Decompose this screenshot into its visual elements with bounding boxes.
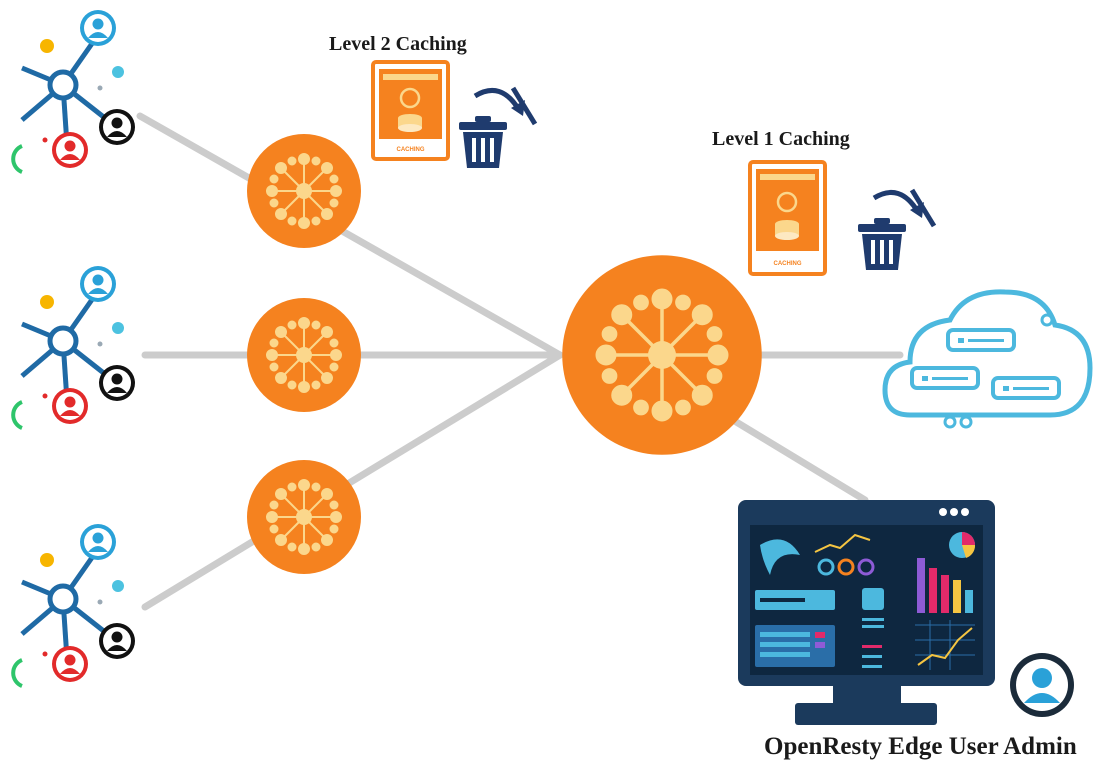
level2-trash-icon [459, 88, 535, 168]
central-edge-node [560, 253, 764, 457]
edge-node-bottom [246, 459, 362, 575]
edge-node-top [246, 133, 362, 249]
level1-caching-card: CACHING [748, 160, 827, 276]
cloud-servers-icon [882, 289, 1093, 429]
client-cluster-bottom [11, 524, 135, 688]
level2-caching-card: CACHING [371, 60, 450, 161]
client-cluster-top [11, 10, 135, 174]
caching-card-label: CACHING [774, 261, 802, 267]
client-cluster-middle [11, 266, 135, 430]
level1-caching-label: Level 1 Caching [712, 128, 850, 150]
level1-trash-icon [858, 190, 934, 270]
admin-dashboard-monitor-icon [738, 500, 995, 725]
edge-node-middle [246, 297, 362, 413]
admin-label: OpenResty Edge User Admin [764, 733, 1077, 760]
caching-card-label: CACHING [397, 147, 425, 153]
admin-avatar-icon [1010, 653, 1074, 717]
level2-caching-label: Level 2 Caching [329, 33, 467, 55]
